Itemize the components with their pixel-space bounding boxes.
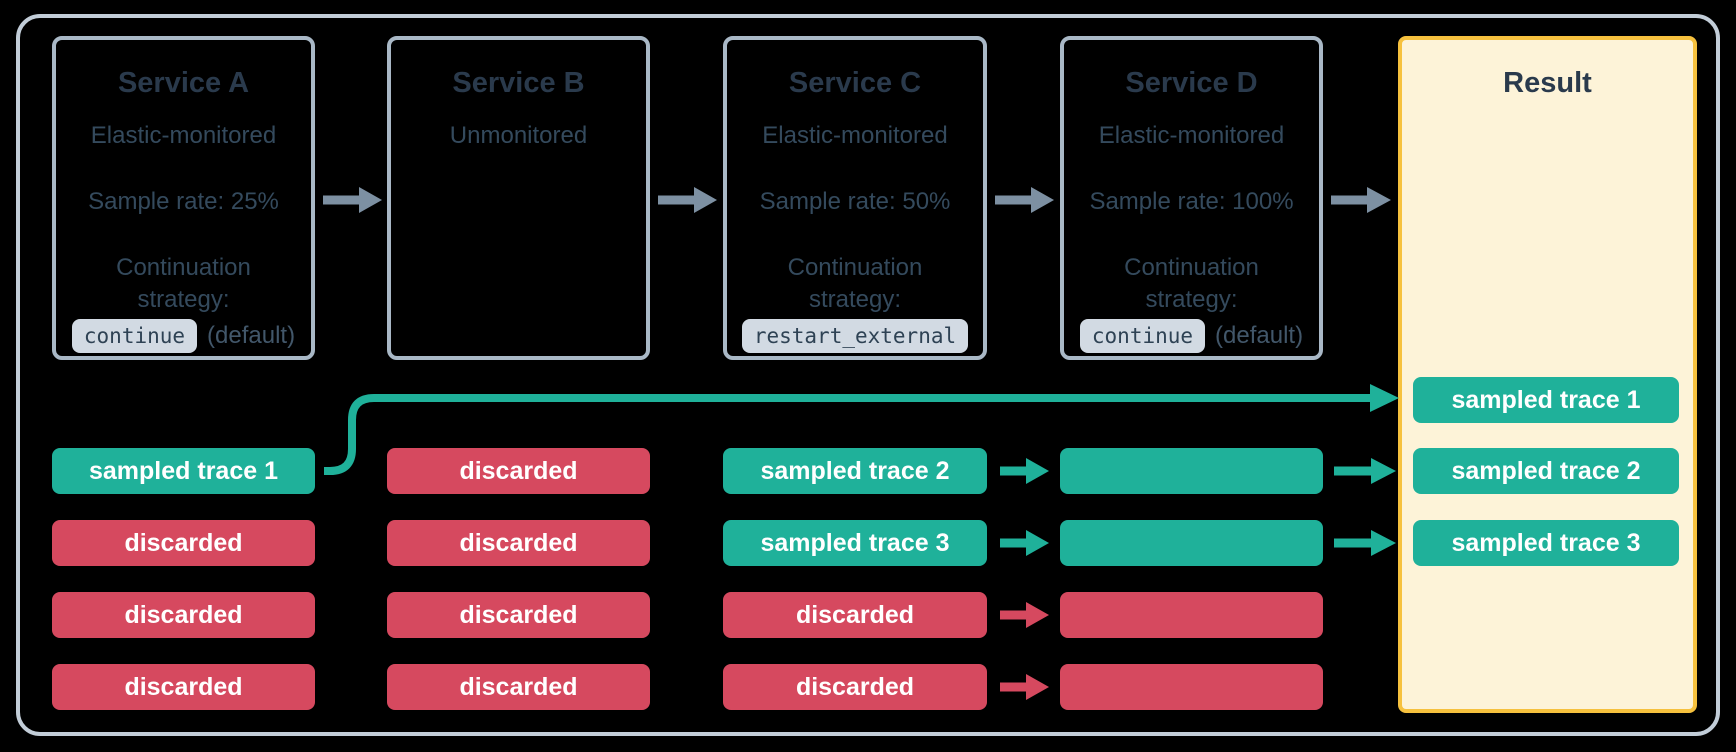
outer-frame xyxy=(16,14,1720,736)
service-c-monitoring: Elastic-monitored xyxy=(762,122,948,149)
trace-pill-a4: discarded xyxy=(52,664,315,710)
service-d-strategy-value: continue (default) xyxy=(1064,318,1319,354)
trace-pill-b1: discarded xyxy=(387,448,650,494)
trace-pill-b4: discarded xyxy=(387,664,650,710)
service-a-title: Service A xyxy=(117,67,250,99)
service-a-monitoring: Elastic-monitored xyxy=(90,122,277,149)
service-a-sample-rate: Sample rate: 25% xyxy=(88,188,279,215)
code-chip: restart_external xyxy=(741,319,969,353)
strategy-suffix: (default) xyxy=(1215,322,1304,349)
trace-pill-c4: discarded xyxy=(723,664,987,710)
trace-pill-c2: sampled trace 3 xyxy=(723,520,987,566)
trace-pill-d1 xyxy=(1060,448,1323,494)
trace-pill-a2: discarded xyxy=(52,520,315,566)
code-chip: continue xyxy=(1079,319,1206,353)
trace-pill-a3: discarded xyxy=(52,592,315,638)
trace-pill-d4 xyxy=(1060,664,1323,710)
service-a-strategy-value: continue (default) xyxy=(56,318,311,354)
service-d-title: Service D xyxy=(1125,67,1258,99)
service-a-strategy-label: Continuation strategy: xyxy=(116,254,251,313)
service-b-box: Service B Unmonitored xyxy=(387,36,650,360)
result-box: Result xyxy=(1398,36,1697,713)
result-pill-2: sampled trace 2 xyxy=(1413,448,1679,494)
service-b-monitoring: Unmonitored xyxy=(449,122,588,149)
trace-pill-a1: sampled trace 1 xyxy=(52,448,315,494)
result-pill-3: sampled trace 3 xyxy=(1413,520,1679,566)
trace-pill-c3: discarded xyxy=(723,592,987,638)
service-c-box: Service C Elastic-monitored Sample rate:… xyxy=(723,36,987,360)
result-title: Result xyxy=(1503,67,1592,99)
trace-pill-d3 xyxy=(1060,592,1323,638)
service-d-monitoring: Elastic-monitored xyxy=(1098,122,1285,149)
service-c-strategy-label: Continuation strategy: xyxy=(787,254,923,313)
trace-pill-b2: discarded xyxy=(387,520,650,566)
trace-pill-d2 xyxy=(1060,520,1323,566)
service-b-title: Service B xyxy=(452,67,585,99)
service-d-sample-rate: Sample rate: 100% xyxy=(1089,188,1294,215)
service-c-title: Service C xyxy=(788,67,922,99)
service-c-strategy-value: restart_external xyxy=(727,318,983,354)
result-pill-1: sampled trace 1 xyxy=(1413,377,1679,423)
service-d-box: Service D Elastic-monitored Sample rate:… xyxy=(1060,36,1323,360)
strategy-suffix: (default) xyxy=(207,322,296,349)
trace-pill-c1: sampled trace 2 xyxy=(723,448,987,494)
code-chip: continue xyxy=(71,319,198,353)
trace-pill-b3: discarded xyxy=(387,592,650,638)
service-d-strategy-label: Continuation strategy: xyxy=(1124,254,1259,313)
service-a-box: Service A Elastic-monitored Sample rate:… xyxy=(52,36,315,360)
service-c-sample-rate: Sample rate: 50% xyxy=(759,188,951,215)
